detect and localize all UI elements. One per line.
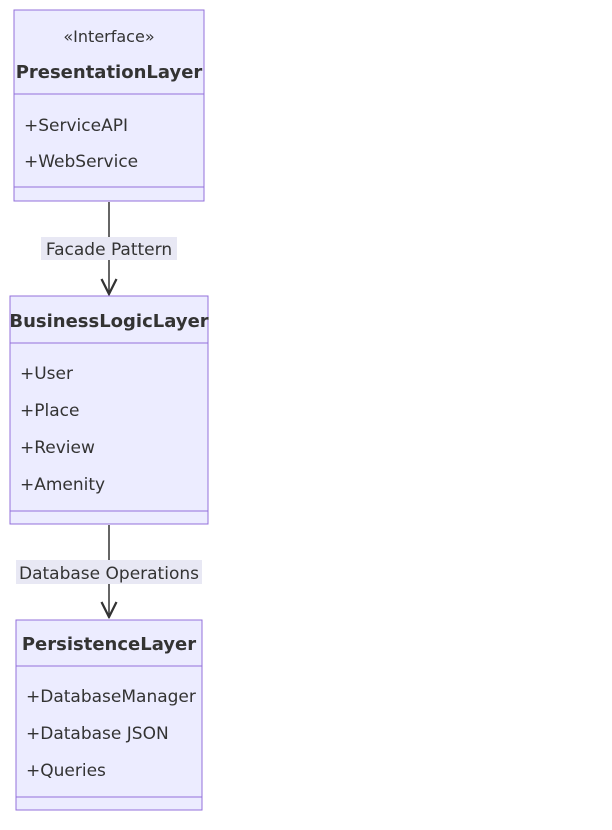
class-name: PersistenceLayer <box>22 634 196 655</box>
edge-label-database-operations: Database Operations <box>19 564 199 584</box>
class-box <box>13 9 205 202</box>
class-box <box>9 295 209 525</box>
class-name: BusinessLogicLayer <box>9 311 208 332</box>
class-name: PresentationLayer <box>16 62 203 83</box>
edge-label-facade-pattern: Facade Pattern <box>46 240 172 260</box>
class-persistence-layer[interactable]: PersistenceLayer +DatabaseManager +Datab… <box>15 619 203 811</box>
edge-facade-pattern: Facade Pattern <box>41 202 177 294</box>
class-member: +Queries <box>26 761 106 781</box>
class-member: +WebService <box>24 152 138 172</box>
class-stereotype: «Interface» <box>63 27 154 46</box>
class-member: +ServiceAPI <box>24 116 128 136</box>
edge-label-background <box>41 237 177 260</box>
edge-label-background <box>16 560 202 584</box>
class-presentation-layer[interactable]: «Interface» PresentationLayer +ServiceAP… <box>13 9 205 202</box>
class-member: +User <box>20 364 73 384</box>
class-member: +Place <box>20 401 79 421</box>
class-member: +Database JSON <box>26 724 169 744</box>
edge-database-operations: Database Operations <box>16 525 202 617</box>
class-member: +Amenity <box>20 475 105 495</box>
class-member: +Review <box>20 438 95 458</box>
class-business-logic-layer[interactable]: BusinessLogicLayer +User +Place +Review … <box>9 295 209 525</box>
class-member: +DatabaseManager <box>26 687 196 707</box>
class-box <box>15 619 203 811</box>
